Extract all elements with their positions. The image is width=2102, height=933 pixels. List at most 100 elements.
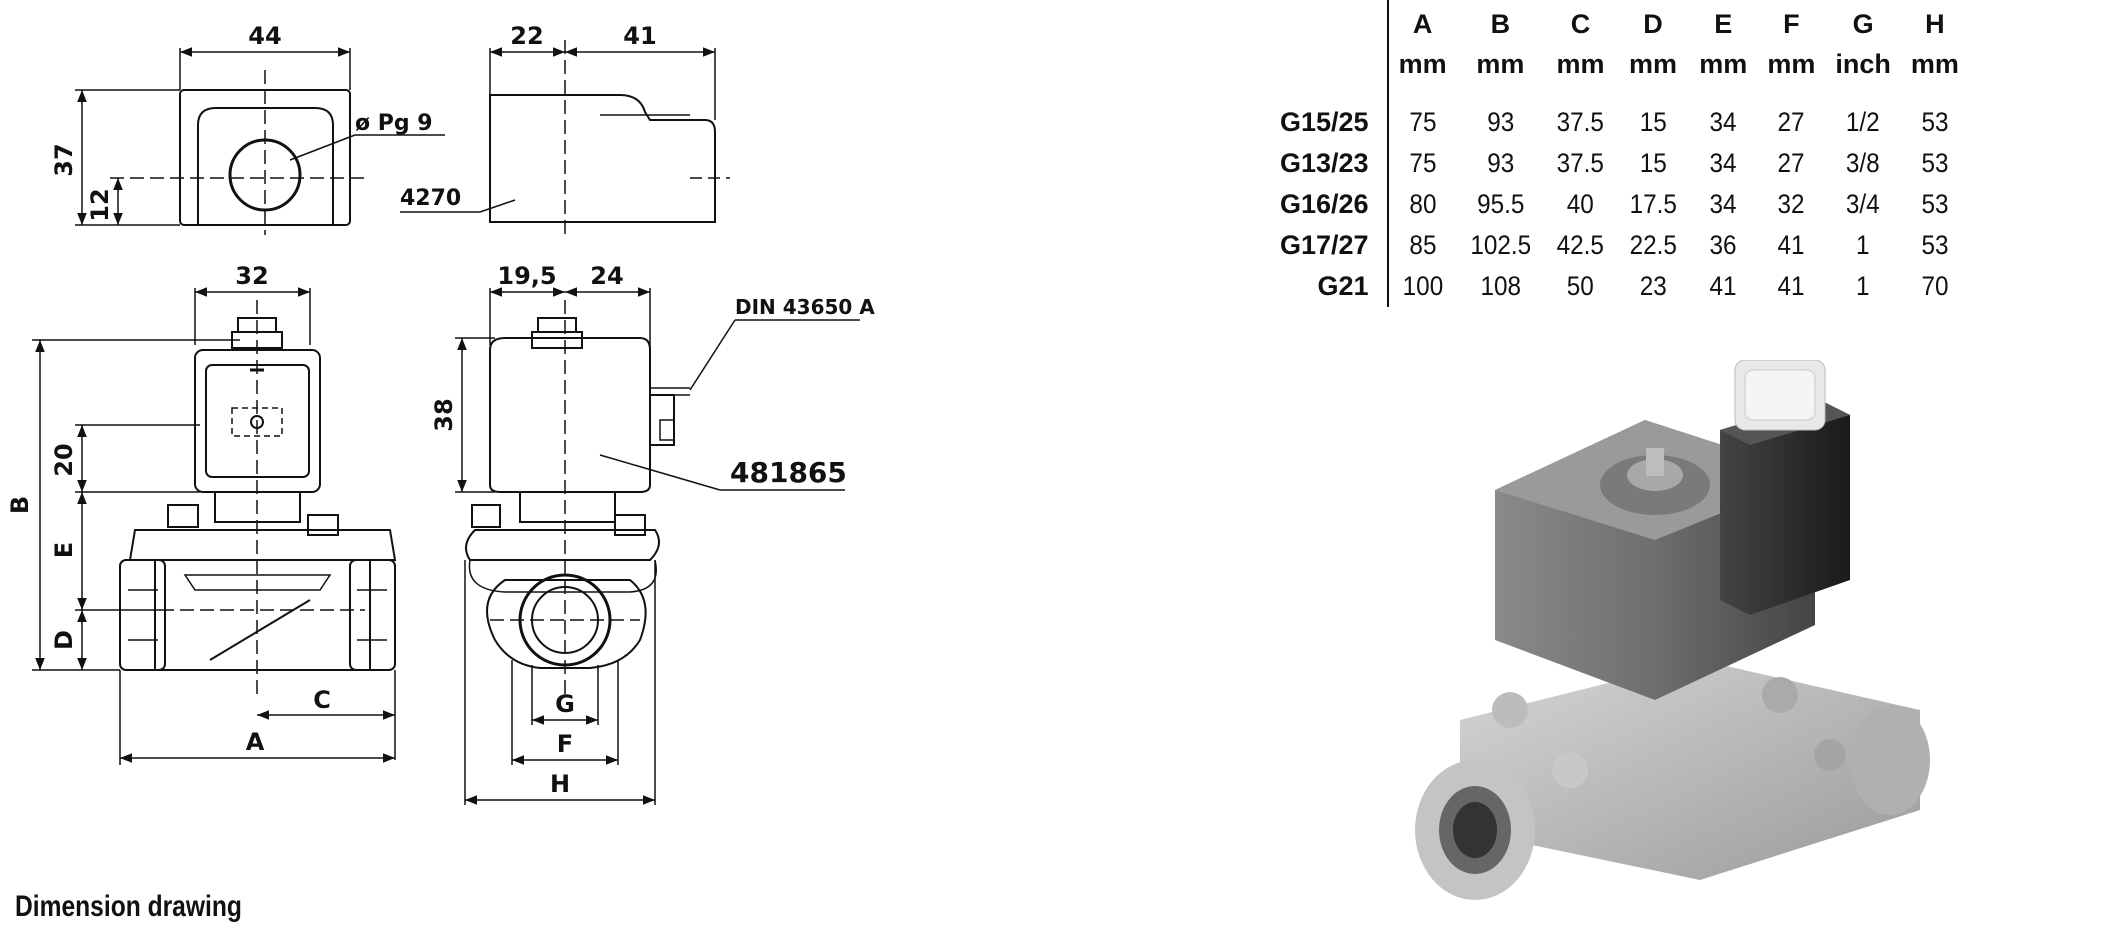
dimension-drawing: 44 37 12 ø Pg 9 22 41 4270 32 B 20 E D C… [6,22,875,805]
col-unit: mm [1699,48,1748,79]
table-cell: 95.5 [1476,189,1525,219]
dim-a-label: A [246,728,265,756]
col-unit: mm [1476,48,1525,79]
table-cell: 53 [1921,189,1949,219]
col-unit: mm [1556,48,1605,79]
table-cell: 80 [1409,189,1437,219]
col-letter: E [1714,8,1733,39]
col-letter: B [1490,8,1511,39]
col-unit: mm [1629,48,1678,79]
col-unit: mm [1398,48,1447,79]
table-cell: 41 [1777,271,1805,301]
table-cell: 75 [1409,107,1437,137]
col-unit: mm [1910,48,1959,79]
dim-b-label: B [6,496,34,514]
table-cell: 36 [1709,230,1737,260]
col-letter: G [1852,8,1874,39]
table-cell: 15 [1639,148,1667,178]
table-cell: 34 [1709,107,1737,137]
table-cell: 53 [1921,230,1949,260]
table-cell: 34 [1709,148,1737,178]
dim-24-label: 24 [590,262,623,290]
table-cell: 41 [1777,230,1805,260]
model-name: G15/25 [1270,102,1389,143]
table-header-units: mm mm mm mm mm mm inch mm [1270,44,1969,102]
table-cell: 93 [1486,107,1514,137]
table-cell: 108 [1480,271,1521,301]
solenoid-valve-photo [1415,360,1930,900]
table-cell: 40 [1566,189,1594,219]
table-row: G21 100 108 50 23 41 41 1 70 [1270,266,1969,307]
table-cell: 41 [1709,271,1737,301]
model-name: G17/27 [1270,225,1389,266]
dim-20-label: 20 [50,443,78,476]
table-row: G16/26 80 95.5 40 17.5 34 32 3/4 53 [1270,184,1969,225]
table-cell: 53 [1921,148,1949,178]
part-4270-label: 4270 [400,186,461,211]
table-header-letters: A B C D E F G H [1270,0,1969,44]
col-unit: inch [1835,48,1891,79]
col-letter: C [1570,8,1591,39]
col-letter: D [1643,8,1663,39]
col-letter: A [1412,8,1433,39]
dim-38-label: 38 [430,398,458,431]
table-cell: 34 [1709,189,1737,219]
table-cell: 37.5 [1556,107,1605,137]
dim-h-label: H [550,770,570,798]
table-cell: 3/8 [1846,148,1880,178]
dim-22-label: 22 [510,22,543,50]
col-letter: F [1783,8,1800,39]
part-481865-label: 481865 [730,456,847,489]
table-row: G15/25 75 93 37.5 15 34 27 1/2 53 [1270,102,1969,143]
table-cell: 22.5 [1629,230,1677,260]
dim-32-label: 32 [235,262,268,290]
drawing-caption: Dimension drawing [15,890,242,923]
table-row: G13/23 75 93 37.5 15 34 27 3/8 53 [1270,143,1969,184]
pg9-label: ø Pg 9 [355,111,433,136]
model-name: G13/23 [1270,143,1389,184]
col-letter: H [1925,8,1945,39]
table-cell: 1 [1856,271,1870,301]
table-cell: 102.5 [1469,230,1531,260]
dim-44-label: 44 [248,22,281,50]
table-cell: 85 [1409,230,1437,260]
table-cell: 1 [1856,230,1870,260]
dim-37-label: 37 [50,143,78,176]
table-cell: 53 [1921,107,1949,137]
valve-side-view [455,287,860,805]
model-name: G16/26 [1270,184,1389,225]
table-cell: 17.5 [1629,189,1677,219]
dim-41-label: 41 [623,22,656,50]
valve-front-view [32,287,397,765]
dim-c-label: C [313,686,331,714]
table-cell: 50 [1566,271,1594,301]
table-cell: 100 [1402,271,1443,301]
table-cell: 75 [1409,148,1437,178]
coil-side-view [400,40,730,240]
col-unit: mm [1767,48,1816,79]
table-cell: 27 [1777,148,1805,178]
dim-19-5-label: 19,5 [497,262,556,290]
table-cell: 70 [1921,271,1949,301]
table-corner [1270,44,1389,102]
table-cell: 93 [1486,148,1514,178]
table-cell: 1/2 [1846,107,1880,137]
dim-e-label: E [50,542,78,558]
table-cell: 32 [1777,189,1805,219]
dim-12-label: 12 [86,188,114,221]
table-cell: 42.5 [1556,230,1605,260]
table-cell: 23 [1639,271,1667,301]
table-cell: 37.5 [1556,148,1605,178]
dim-d-label: D [50,630,78,650]
table-cell: 27 [1777,107,1805,137]
dimension-table: A B C D E F G H mm mm mm mm mm mm inch m… [1270,0,1970,307]
dim-f-label: F [557,730,573,758]
table-cell: 15 [1639,107,1667,137]
din-43650a-label: DIN 43650 A [735,295,875,319]
coil-front-view [75,47,445,235]
table-corner [1270,0,1389,44]
table-row: G17/27 85 102.5 42.5 22.5 36 41 1 53 [1270,225,1969,266]
table-cell: 3/4 [1846,189,1880,219]
model-name: G21 [1270,266,1389,307]
dim-g-label: G [555,690,575,718]
